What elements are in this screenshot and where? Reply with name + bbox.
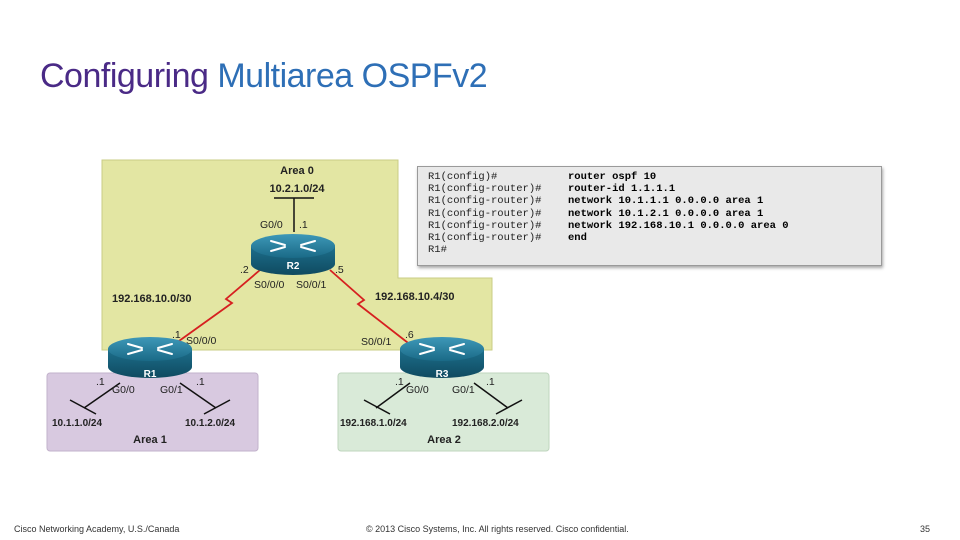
r2-s000-host-label: .2 <box>240 264 249 276</box>
cli-command: network 10.1.1.1 0.0.0.0 area 1 <box>568 195 764 208</box>
area-2-lan-left-label: 192.168.1.0/24 <box>340 418 407 429</box>
r1-g01-label: G0/1 <box>160 384 183 396</box>
router-r2: R2 <box>251 234 335 275</box>
serial-link-r2-r3 <box>329 269 413 347</box>
r1-g00-label: G0/0 <box>112 384 135 396</box>
r1-s000-label: S0/0/0 <box>186 335 217 347</box>
r3-g00-host-label: .1 <box>395 376 404 388</box>
area-2-label: Area 2 <box>427 434 461 446</box>
area-1-lan-right-label: 10.1.2.0/24 <box>185 418 235 429</box>
r1-g00-host-label: .1 <box>96 376 105 388</box>
r3-g00-label: G0/0 <box>406 384 429 396</box>
area-0-label: Area 0 <box>280 165 314 177</box>
cli-command: end <box>568 232 587 245</box>
router-r3: R3 <box>400 337 484 380</box>
router-r1: R1 <box>108 337 192 380</box>
area-1-lan-left-label: 10.1.1.0/24 <box>52 418 102 429</box>
cli-prompt: R1(config)# <box>428 171 498 183</box>
footer-copyright: © 2013 Cisco Systems, Inc. All rights re… <box>366 524 629 534</box>
cli-line: R1(config)# router ospf 10 <box>428 171 881 183</box>
cli-line: R1(config-router)# network 192.168.10.1 0… <box>428 220 881 232</box>
serial-link-r1-r2 <box>171 269 261 347</box>
r2-s000-label: S0/0/0 <box>254 279 285 291</box>
r3-lan-g00 <box>363 382 411 415</box>
r1-lan-g01 <box>179 382 231 415</box>
area-0-network-label: 10.2.1.0/24 <box>269 183 325 195</box>
router-r1-label: R1 <box>144 369 157 380</box>
r1-s000-host-label: .1 <box>172 329 181 341</box>
cli-line: R1(config-router)# network 10.1.1.1 0.0.0… <box>428 195 881 207</box>
cli-prompt: R1(config-router)# <box>428 183 542 196</box>
title-part-configuring: Configuring <box>40 57 209 95</box>
cli-command: network 192.168.10.1 0.0.0.0 area 0 <box>568 219 789 232</box>
area-1-label: Area 1 <box>133 434 167 446</box>
cli-prompt: R1(config-router)# <box>428 232 542 245</box>
r2-g00-host-label: .1 <box>299 219 308 231</box>
cli-line: R1(config-router)# router-id 1.1.1.1 <box>428 183 881 195</box>
area-2-lan-right-label: 192.168.2.0/24 <box>452 418 519 429</box>
r3-g01-label: G0/1 <box>452 384 475 396</box>
r3-s001-host-label: .6 <box>405 329 414 341</box>
r3-g01-host-label: .1 <box>486 376 495 388</box>
cli-prompt: R1(config-router)# <box>428 207 542 220</box>
r1-g01-host-label: .1 <box>196 376 205 388</box>
cli-command: router ospf 10 <box>568 171 657 183</box>
cli-line: R1# <box>428 244 881 256</box>
r2-g00-label: G0/0 <box>260 219 283 231</box>
link-r1-r2-label: 192.168.10.0/30 <box>112 293 192 305</box>
cli-prompt: R1(config-router)# <box>428 219 542 232</box>
cli-command: router-id 1.1.1.1 <box>568 183 676 196</box>
cli-line: R1(config-router)# network 10.1.2.1 0.0.0… <box>428 208 881 220</box>
r2-s001-host-label: .5 <box>335 264 344 276</box>
cli-config-box: R1(config)# router ospf 10 R1(config-rout… <box>417 166 882 266</box>
cli-prompt: R1# <box>428 244 447 257</box>
r3-s001-label: S0/0/1 <box>361 336 392 348</box>
cli-line: R1(config-router)# end <box>428 232 881 244</box>
r2-s001-label: S0/0/1 <box>296 279 327 291</box>
router-r3-label: R3 <box>436 369 449 380</box>
router-r2-label: R2 <box>287 261 300 272</box>
title-part-multiarea: Multiarea OSPFv2 <box>217 57 488 95</box>
cli-prompt: R1(config-router)# <box>428 195 542 208</box>
page-number: 35 <box>919 524 930 534</box>
slide-title: Configuring Multiarea OSPFv2 <box>40 54 488 98</box>
footer-academy: Cisco Networking Academy, U.S./Canada <box>14 524 180 534</box>
r3-lan-g01 <box>473 382 523 415</box>
r1-lan-g00 <box>69 382 121 415</box>
link-r2-r3-label: 192.168.10.4/30 <box>375 291 455 303</box>
cli-command: network 10.1.2.1 0.0.0.0 area 1 <box>568 207 764 220</box>
